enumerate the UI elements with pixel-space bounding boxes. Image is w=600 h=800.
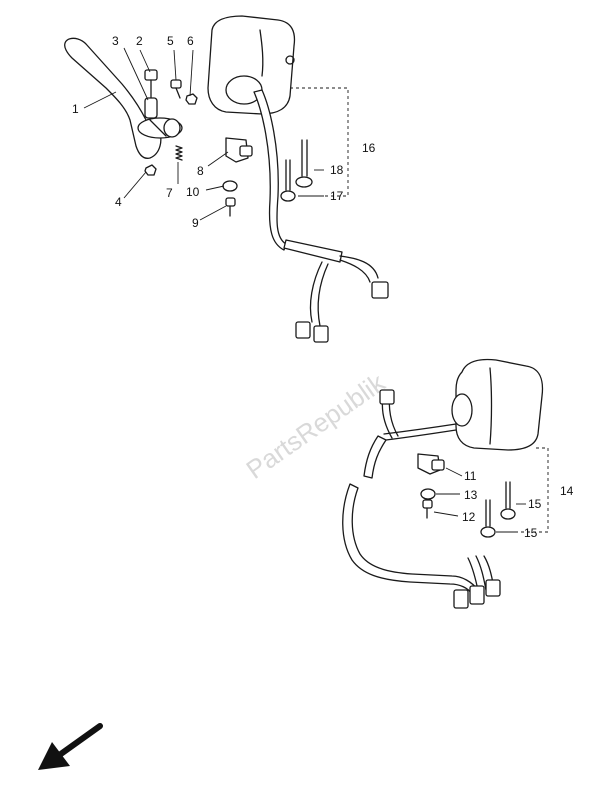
bolt-2 [144,69,158,99]
callout-18: 18 [330,163,344,177]
callout-5: 5 [167,34,174,48]
washer-13 [420,488,436,500]
lever-bracket [137,117,183,139]
callout-9: 9 [192,216,199,230]
callout-15-upper: 15 [528,497,542,511]
callout-3: 3 [112,34,119,48]
bracket-14 [520,447,549,533]
leaders-left [83,47,324,221]
collar-3 [144,97,158,119]
nut-4 [144,164,157,176]
callout-15-lower: 15 [524,526,538,540]
callout-8: 8 [197,164,204,178]
left-switch-wire-harness [253,89,389,343]
callout-12: 12 [462,510,476,524]
screw-12 [422,499,433,519]
callout-2: 2 [136,34,143,48]
arrow-down-left-icon [38,723,103,770]
screw-5 [170,79,182,99]
bolt-15-upper [500,481,516,520]
callout-4: 4 [115,195,122,209]
bolt-18 [295,139,313,188]
leaders-right [433,467,526,533]
callout-13: 13 [464,488,478,502]
clutch-lever [64,37,162,159]
spring-7 [175,145,183,161]
right-switch-wire-harness [342,389,501,609]
left-handlebar-switch [207,15,296,115]
callout-6: 6 [187,34,194,48]
callout-7: 7 [166,186,173,200]
callout-1: 1 [72,102,79,116]
washer-10 [222,180,238,192]
right-handlebar-switch [451,358,544,451]
callout-17: 17 [330,189,344,203]
switch-8 [225,137,253,163]
callout-10: 10 [186,185,200,199]
nut-6 [185,93,198,105]
bolt-17 [280,159,296,202]
switch-11 [417,453,445,475]
screw-9 [225,197,236,217]
callout-16: 16 [362,141,376,155]
bolt-15-lower [480,499,496,538]
callout-14: 14 [560,484,574,498]
callout-11: 11 [464,469,477,483]
